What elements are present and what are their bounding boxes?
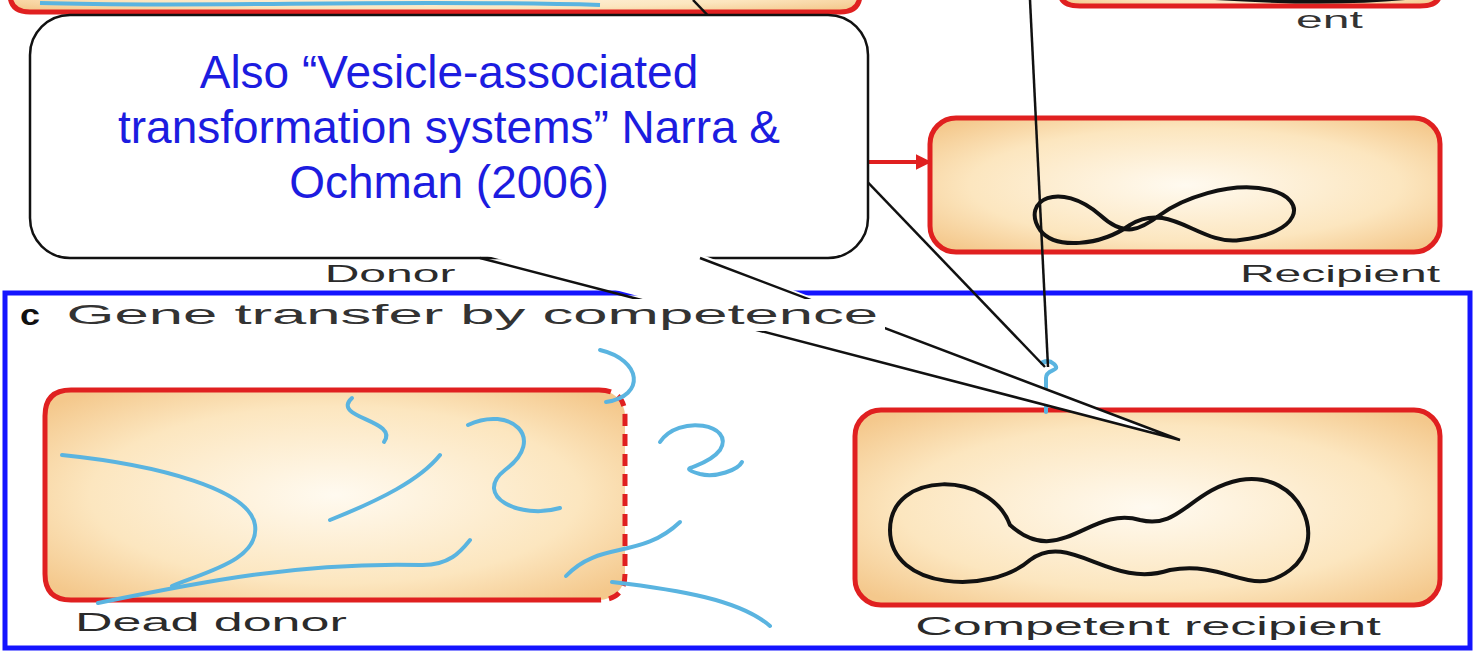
cell-shapes [5,30,1470,648]
callout-bubble: Also “Vesicle-associated transformation … [30,15,868,258]
dna-fragments [62,350,1056,626]
callout-text: Also “Vesicle-associated transformation … [109,45,789,210]
chromosome-fragment [1200,0,1432,1]
cell-fragment [1060,0,1440,6]
panel-band: cGene transfer by competenceDead donorCo… [5,293,1470,648]
panel-border [5,293,1470,648]
cell-outline [930,118,1440,252]
cell-box: Competent recipient [855,410,1440,605]
callout-tail-line [480,258,1180,440]
cell-box: Dead donor [45,390,625,600]
cell-label: Competent recipient [915,612,1380,642]
chromosome [890,479,1308,582]
fragment-label: ent [1296,6,1363,34]
cell-wall [930,118,1440,252]
cell-outline [855,410,1440,605]
chromosome [1035,187,1294,243]
callout-shape [30,15,1180,440]
dna-fragment [660,425,742,475]
cell-fragment [10,0,860,12]
dna-fragment [612,582,770,626]
dna-fragment [62,455,255,586]
dna-fragment [98,540,470,603]
cell-wall [855,410,1440,605]
panel-letter: c [20,298,40,333]
cell-label: Recipient [1240,260,1440,288]
dna-fragment [566,522,680,576]
panel-title: Gene transfer by competence [60,299,885,331]
cell-box: Recipient [930,118,1440,252]
dna-fragment [348,398,387,442]
dna-fragment [330,455,440,520]
callout-wedge-line [1030,0,1048,367]
dna-fragment [600,350,634,402]
cell-outline [5,293,1470,648]
dna-fragment [40,3,600,5]
dna-fragment [468,419,560,511]
cell-label: Donor [325,260,456,288]
broken-cell-wall [599,390,625,600]
cell-label: Dead donor [75,608,347,638]
upper-panel-fragments [10,0,1440,12]
callout-tail [480,254,1180,440]
callout-body [30,15,868,258]
